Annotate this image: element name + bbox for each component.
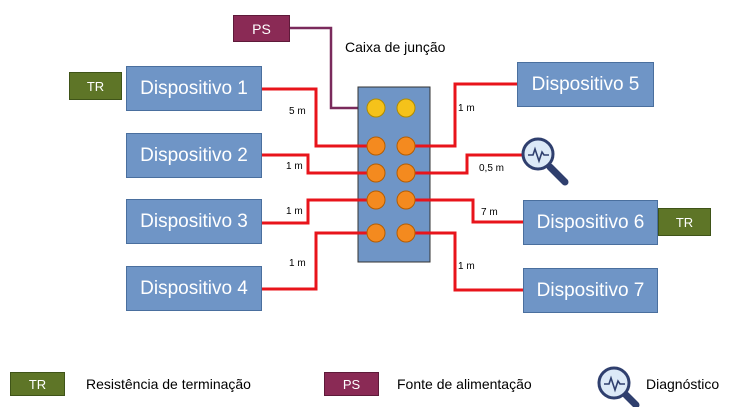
cable-device-7 [406, 231, 523, 292]
cable-device-2 [262, 153, 376, 175]
cable-device-3 [262, 198, 376, 225]
port-ps-left [366, 98, 386, 118]
legend-diagnostic-text: Diagnóstico [646, 376, 720, 392]
port [366, 190, 386, 210]
legend-ps-swatch: PS [324, 372, 379, 396]
termination-resistor-right: TR [658, 208, 711, 236]
cable-diagnostic [406, 153, 523, 175]
port [396, 163, 416, 183]
legend-tr-swatch: TR [10, 372, 65, 396]
port [396, 223, 416, 243]
port [366, 163, 386, 183]
cable-device-1 [262, 87, 376, 148]
distance-device-6: 7 m [481, 207, 498, 218]
distance-device-4: 1 m [289, 258, 306, 269]
diagnostic-icon [521, 137, 569, 186]
device-7: Dispositivo 7 [523, 268, 658, 313]
distance-device-5: 1 m [458, 103, 475, 114]
device-1: Dispositivo 1 [126, 66, 262, 111]
legend-diagnostic-icon [597, 366, 640, 407]
cable-device-6 [406, 198, 523, 224]
port [366, 223, 386, 243]
distance-diagnostic: 0,5 m [479, 163, 505, 174]
legend-ps-text: Fonte de alimentação [397, 376, 532, 392]
device-3: Dispositivo 3 [126, 199, 262, 244]
port-ps-right [396, 98, 416, 118]
port [396, 190, 416, 210]
legend-tr-text: Resistência de terminação [86, 376, 251, 392]
distance-device-7: 1 m [458, 261, 475, 272]
power-supply-cable [290, 26, 376, 110]
port [396, 136, 416, 156]
power-supply-box: PS [233, 15, 290, 42]
distance-device-2: 1 m [286, 161, 303, 172]
cable-device-4 [262, 231, 376, 291]
distance-device-3: 1 m [286, 206, 303, 217]
device-6: Dispositivo 6 [523, 200, 658, 245]
device-4: Dispositivo 4 [126, 266, 262, 311]
port [366, 136, 386, 156]
cable-device-5 [406, 82, 517, 148]
junction-box-title: Caixa de junção [345, 39, 446, 55]
device-2: Dispositivo 2 [126, 133, 262, 178]
termination-resistor-left: TR [69, 72, 122, 100]
distance-device-1: 5 m [289, 106, 306, 117]
device-5: Dispositivo 5 [517, 62, 654, 107]
